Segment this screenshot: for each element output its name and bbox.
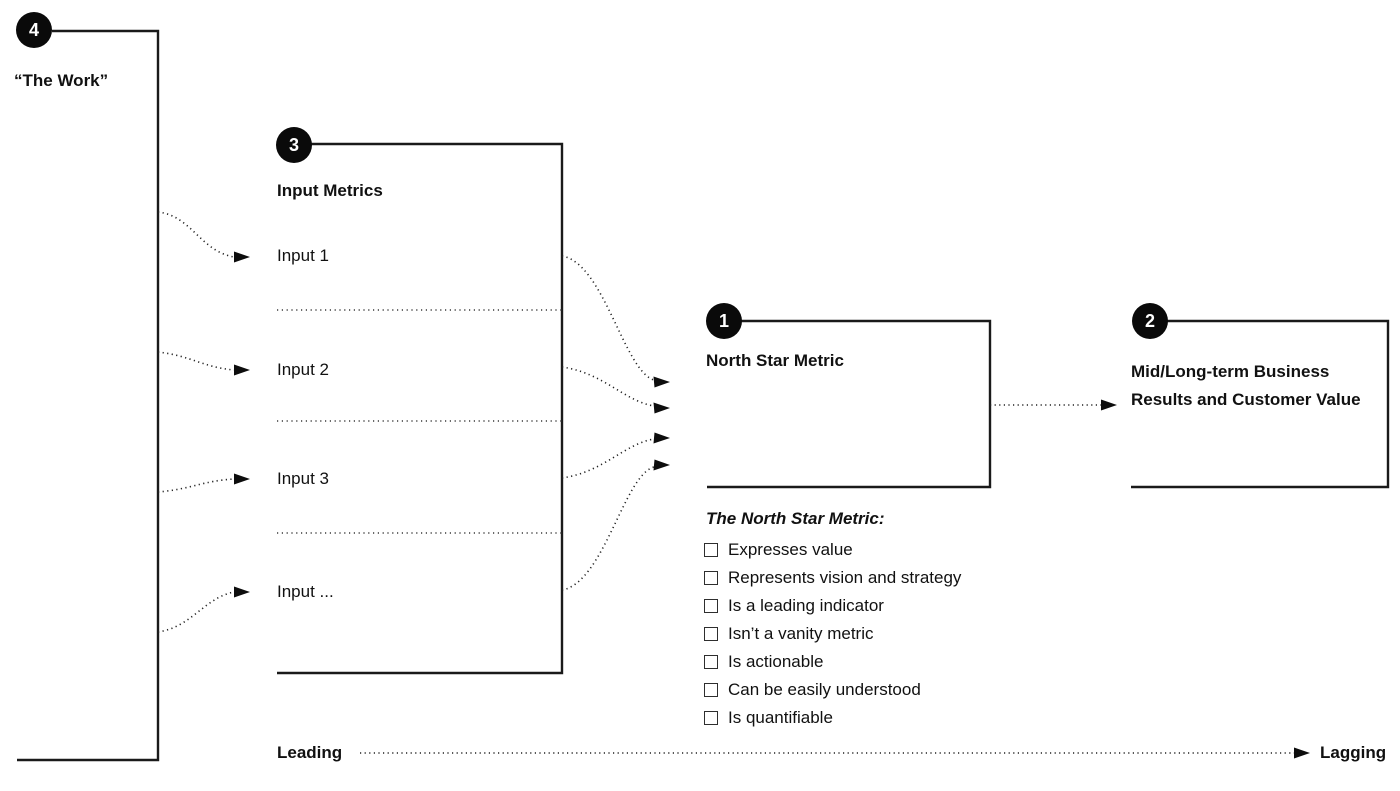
checklist-item-label: Is actionable [728,652,824,671]
checklist-item-label: Isn’t a vanity metric [728,624,874,643]
checkbox-icon [704,599,718,613]
north-star-bracket [707,319,992,489]
arrowhead-icon [653,432,670,444]
arrowhead-icon [234,586,250,598]
checklist-item: Is a leading indicator [704,592,961,620]
arrowhead-icon [234,251,250,263]
badge-2: 2 [1132,303,1168,339]
north-star-title: North Star Metric [706,351,844,370]
checklist-title: The North Star Metric: [706,509,885,528]
north-star-checklist: Expresses value Represents vision and st… [704,536,961,732]
checklist-item-label: Can be easily understood [728,680,921,699]
connector-input1-to-north-star [561,255,655,381]
checklist-item: Is actionable [704,648,961,676]
connector-work-to-input-1 [157,211,235,258]
arrowhead-icon [1294,747,1310,759]
checkbox-icon [704,571,718,585]
connector-work-to-input-2 [157,351,235,371]
arrowhead-icon [653,402,670,414]
input-item-3: Input 3 [277,469,329,488]
badge-3-number: 3 [288,134,299,155]
work-label: “The Work” [14,71,109,90]
connector-work-to-input-3 [157,478,235,493]
badge-3: 3 [276,127,312,163]
checklist-item: Is quantifiable [704,704,961,732]
business-title-line2: Results and Customer Value [1131,390,1361,409]
checklist-item: Isn’t a vanity metric [704,620,961,648]
checklist-item-label: Is a leading indicator [728,596,884,615]
business-title-line1: Mid/Long-term Business [1131,362,1330,381]
work-bracket [17,29,160,762]
arrowhead-icon [234,364,250,376]
badge-4-number: 4 [28,19,39,40]
badge-2-number: 2 [1144,310,1155,331]
checkbox-icon [704,543,718,557]
arrowhead-icon [234,473,250,485]
connector-input4-to-north-star [561,466,655,591]
business-title: Mid/Long-term Business Results and Custo… [1131,358,1361,414]
checkbox-icon [704,655,718,669]
input-item-1: Input 1 [277,246,329,265]
checklist-item-label: Represents vision and strategy [728,568,962,587]
checklist-item-label: Is quantifiable [728,708,833,727]
connector-input3-to-north-star [561,438,655,479]
axis-label-lagging: Lagging [1320,743,1387,762]
business-bracket [1131,319,1390,489]
connector-work-to-input-4 [157,591,235,633]
checklist-item: Can be easily understood [704,676,961,704]
checkbox-icon [704,711,718,725]
arrowhead-icon [653,459,670,471]
badge-4: 4 [16,12,52,48]
axis-label-leading: Leading [277,743,343,762]
arrowhead-icon [1101,399,1117,411]
checklist-item: Represents vision and strategy [704,564,961,592]
connector-input2-to-north-star [561,366,655,407]
checkbox-icon [704,627,718,641]
input-metrics-bracket [277,142,564,675]
checklist-item: Expresses value [704,536,961,564]
input-item-2: Input 2 [277,360,329,379]
checkbox-icon [704,683,718,697]
arrowhead-icon [653,376,670,388]
input-item-ellipsis: Input ... [277,582,334,601]
input-metrics-title: Input Metrics [277,181,383,200]
badge-1: 1 [706,303,742,339]
badge-1-number: 1 [718,310,729,331]
checklist-item-label: Expresses value [728,540,853,559]
